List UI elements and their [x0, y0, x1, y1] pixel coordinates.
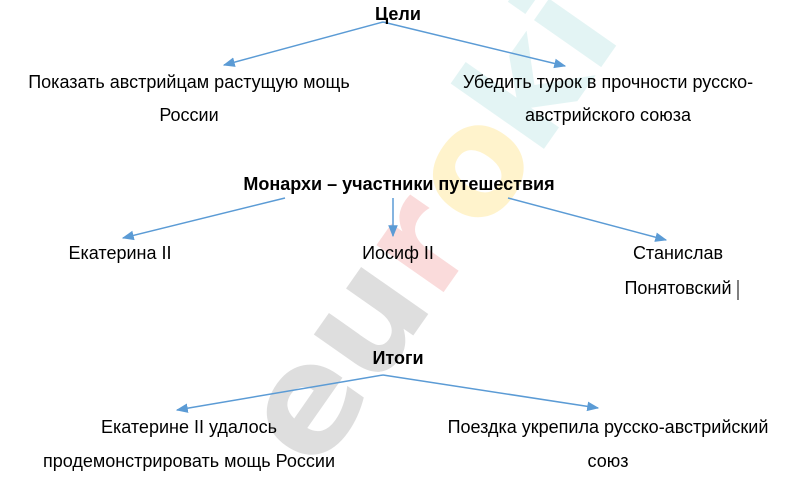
goal-item-1-line2: России [159, 105, 219, 125]
result-item-2-line1: Поездка укрепила русско-австрийский [447, 417, 769, 437]
goal-item-2-line2: австрийского союза [525, 105, 691, 125]
results-title: Итоги [372, 348, 424, 368]
monarchs-title: Монархи – участники путешествия [243, 174, 555, 194]
monarch-item-1: Екатерина II [68, 243, 172, 263]
goal-item-2-line1: Убедить турок в прочности русско- [462, 72, 754, 92]
goal-item-1-line1: Показать австрийцам растущую мощь [28, 72, 350, 92]
arrow-monarchs-left [121, 197, 286, 241]
arrow-results-left [175, 374, 384, 413]
result-item-1-line2: продемонстрировать мощь России [42, 451, 336, 471]
arrow-monarchs-right [507, 197, 668, 242]
monarch-item-3-line1: Станислав [632, 243, 724, 263]
arrow-results-right [382, 374, 600, 412]
goals-title: Цели [375, 4, 421, 24]
monarch-item-3-line2: Понятовский [624, 278, 732, 298]
result-item-2-line2: союз [587, 451, 629, 471]
result-item-1-line1: Екатерине II удалось [101, 417, 277, 437]
monarch-item-2: Иосиф II [362, 243, 434, 263]
